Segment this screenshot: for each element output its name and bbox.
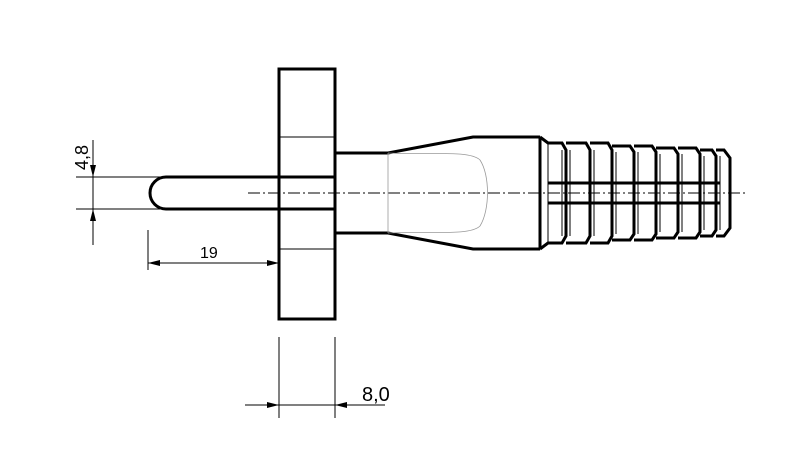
dim-pin-diameter-label: 4,8 xyxy=(72,145,92,170)
dim-flange-thickness-label: 8,0 xyxy=(362,384,390,406)
hose-barb xyxy=(538,135,732,251)
dim-flange-thickness: 8,0 xyxy=(245,337,390,418)
pin-outline xyxy=(148,175,278,211)
dim-pin-length: 19 xyxy=(147,230,279,270)
dim-pin-length-label: 19 xyxy=(200,245,218,262)
flange-outline xyxy=(277,67,337,321)
dim-pin-diameter: 4,8 xyxy=(72,140,160,245)
flange-internal-lines xyxy=(279,136,335,250)
neck-outline-lower xyxy=(335,231,540,251)
neck-tangent-lines xyxy=(387,152,488,234)
neck-outline xyxy=(335,135,540,155)
